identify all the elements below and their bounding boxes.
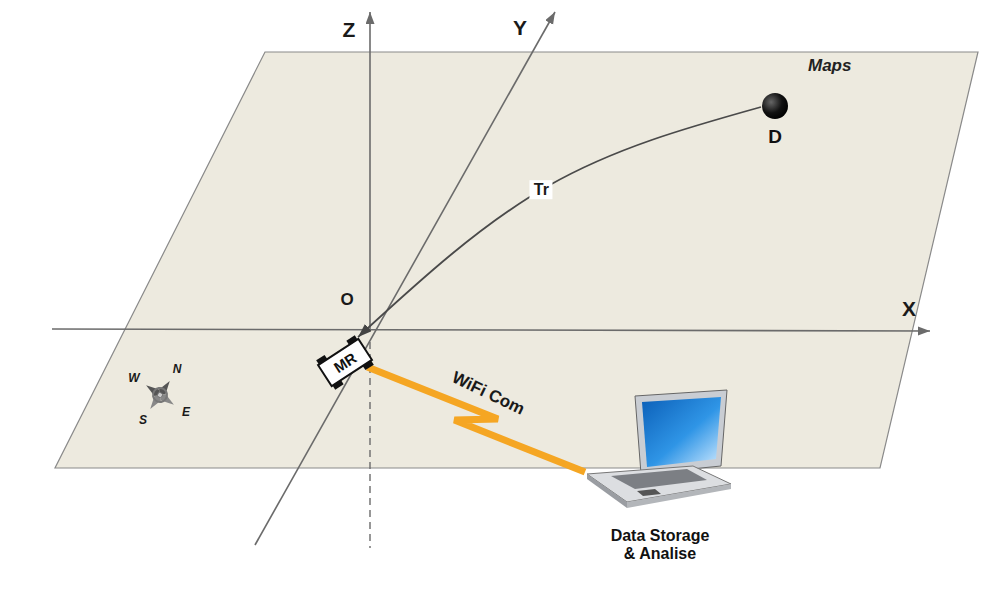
map-title: Maps: [808, 56, 851, 76]
laptop-node: Data Storage & Analise: [585, 388, 735, 564]
compass-letter: W: [128, 372, 139, 385]
compass-letter: S: [139, 414, 147, 427]
compass-letter: E: [182, 406, 190, 419]
laptop-icon: [585, 388, 735, 513]
map-plane-outline: [55, 52, 978, 468]
robot-label: MR: [317, 337, 374, 387]
trajectory-label: Tr: [530, 180, 553, 200]
origin-label: O: [340, 291, 353, 310]
robot-wheel: [346, 335, 357, 345]
robot-box: MR: [317, 337, 374, 387]
z-axis: [369, 12, 371, 330]
robot-wheel: [316, 354, 327, 364]
axis-label: X: [902, 297, 916, 320]
robot-wheel: [333, 380, 344, 390]
destination-circle: [761, 92, 789, 120]
z-axis-dashed: [369, 342, 370, 548]
compass-letter: N: [173, 363, 182, 376]
robot-wheel: [363, 360, 374, 370]
axis-label: Y: [513, 16, 527, 39]
destination-dot: D: [761, 92, 789, 120]
axis-label: Z: [343, 18, 356, 41]
storage-label: Data Storage & Analise: [607, 527, 713, 564]
destination-label: D: [768, 126, 782, 148]
